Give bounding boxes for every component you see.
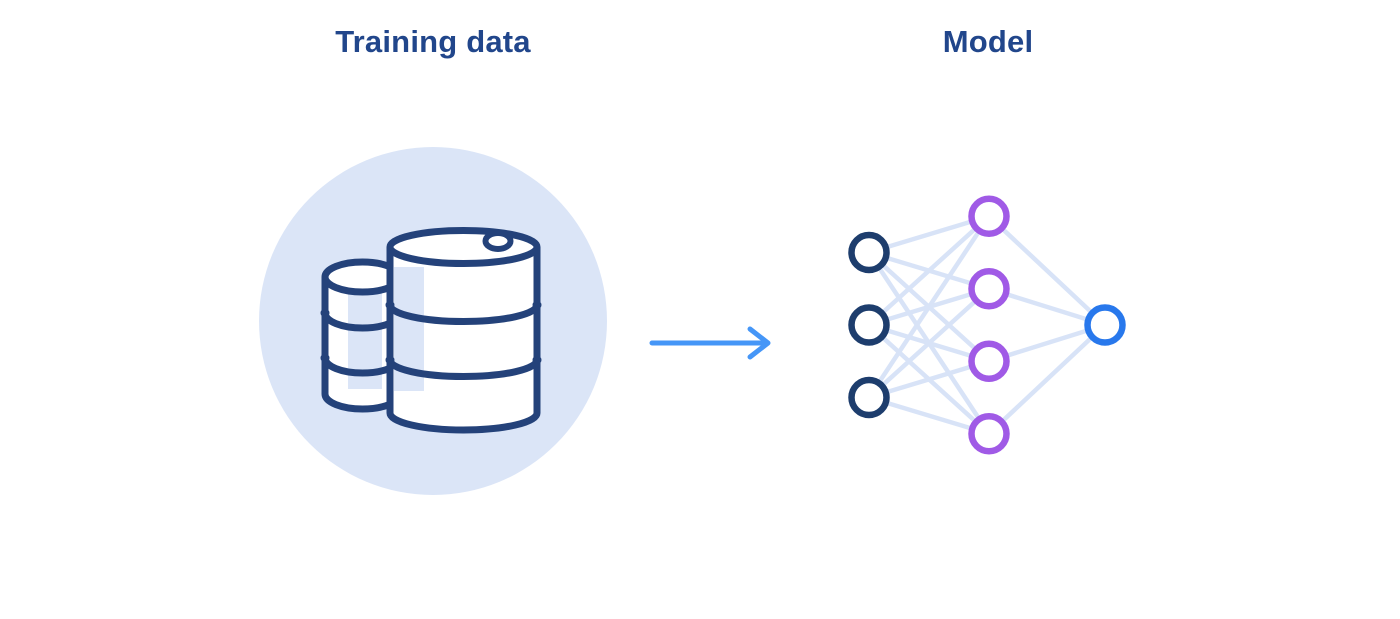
network-connection [867,214,991,327]
input-node [848,376,890,419]
database-icon [320,227,542,434]
database-large-cylinder [385,227,542,434]
network-connection [867,287,991,400]
network-connection [868,359,990,400]
network-connection [868,395,990,436]
training-data-title: Training data [335,24,531,59]
hidden-node [968,413,1010,455]
model-title: Model [942,24,1034,59]
output-node [1084,304,1126,346]
hidden-node [968,268,1010,310]
neural-network-icon [848,195,1126,455]
hidden-node [968,340,1010,382]
network-connection [867,215,991,399]
hidden-node [968,195,1010,237]
input-node [848,304,890,346]
database-bung-hole [482,230,514,252]
input-node [848,231,890,274]
network-connection [868,214,990,255]
network-connection [987,214,1107,327]
right-arrow-icon [649,326,771,360]
network-connection [987,323,1107,436]
